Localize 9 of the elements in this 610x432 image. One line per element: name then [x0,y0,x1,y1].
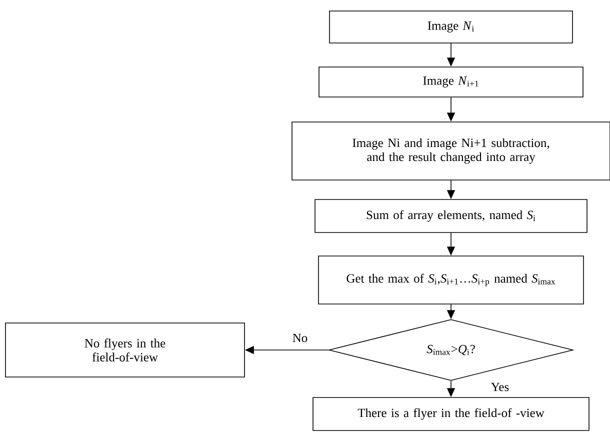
process-box: Image N$_{i}$ [329,10,573,44]
process-box: No flyers in the field-of-view [5,322,245,378]
process-box: Image N$_{i+1}$ [318,66,584,98]
edge-label: Yes [490,382,510,392]
process-box: There is a flyer in the field-of -view [312,397,590,431]
edge-label: No [291,332,309,344]
process-box: Get the max of S$_{i}$,S$_{i+1}$…S$_{i+p}$ named S$_{imax}$ [318,256,584,304]
process-box: Image Ni and image Ni+1 subtraction, and the result changed into array [292,122,610,180]
process-box: Sum of array elements, named S$_{i}$ [314,199,588,233]
